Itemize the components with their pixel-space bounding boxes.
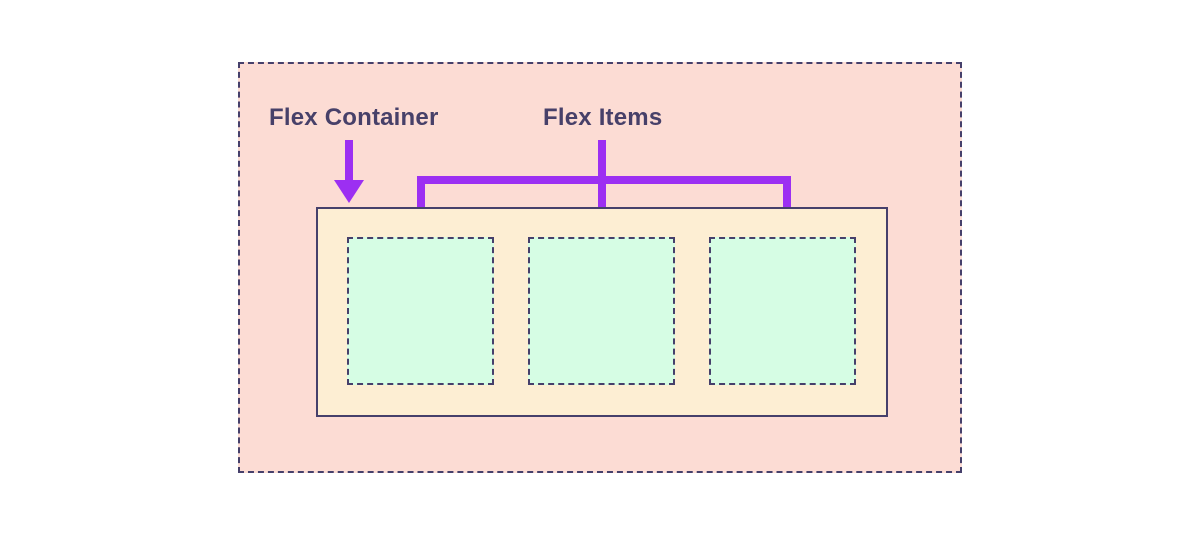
flex-items-arrow-connector xyxy=(417,176,791,184)
flex-items-arrow-branch-right xyxy=(783,176,791,217)
flex-item-box-3 xyxy=(709,237,856,385)
flex-container-arrowhead-icon xyxy=(334,180,364,203)
flex-container-arrow-stem xyxy=(345,140,353,180)
diagram-boundary: Flex Container Flex Items xyxy=(238,62,962,473)
flex-items-arrow-branch-left xyxy=(417,176,425,217)
flex-container-box xyxy=(316,207,888,417)
flex-item-box-1 xyxy=(347,237,494,385)
flex-items-label: Flex Items xyxy=(543,104,663,131)
flex-item-box-2 xyxy=(528,237,675,385)
flex-container-label: Flex Container xyxy=(269,104,439,131)
